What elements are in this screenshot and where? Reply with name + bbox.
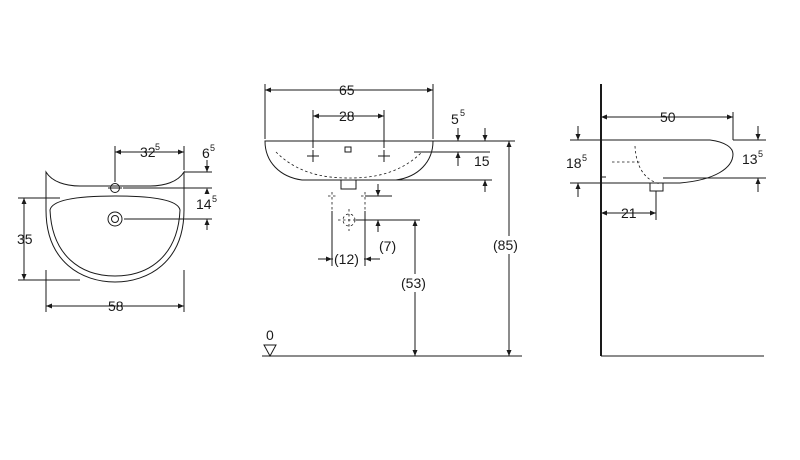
front-view: 32 5 6 5 14 5 35 58 [17,142,217,314]
tap-marker-left [307,150,319,162]
supply-marker-right [361,192,369,211]
dim-tap-offset-sup: 5 [155,142,160,152]
dim-waste-spacing: (12) [334,251,359,267]
front-basin-outline [45,170,185,283]
tap-marker-right [378,150,390,162]
dim-front-height: 35 [17,231,33,247]
dim-rim-thickness: 5 [451,111,459,127]
dim-side-height-right: 13 [742,151,758,167]
dim-side-height-right-sup: 5 [758,149,763,159]
front-inner-bowl [49,195,181,277]
drain [107,211,123,227]
supply-marker-left [328,192,336,211]
dim-tap-offset: 32 [140,144,156,160]
waste-outlet [340,179,357,190]
dim-side-height-left: 18 [566,155,582,171]
basin-side-profile [601,139,734,184]
dim-rim-thickness-sup: 5 [460,108,465,118]
dim-waste-offset: (7) [379,238,396,254]
floor-level-label: 0 [266,327,274,343]
dim-tap-spacing: 28 [339,108,355,124]
dim-overflow-height-sup: 5 [212,194,217,204]
dim-waste-height: (53) [401,275,426,291]
dim-tap-height-sup: 5 [210,143,215,153]
dim-front-width: 58 [108,298,124,314]
dim-tap-height: 6 [202,145,210,161]
dim-side-height-left-sup: 5 [582,153,587,163]
dim-bowl-depth: 15 [474,153,490,169]
waste-marker [338,209,360,231]
overflow-hole [344,146,352,153]
side-view: 50 18 5 13 5 21 [566,84,766,357]
dim-side-depth: 50 [660,109,676,125]
floor-level-symbol [263,344,277,358]
dim-installation-height: (85) [493,237,518,253]
center-view: 0 [262,82,528,358]
dim-overflow-height: 14 [196,196,212,212]
dim-center-width: 65 [339,82,355,98]
side-waste-outlet [649,182,664,192]
dim-waste-distance: 21 [621,205,637,221]
